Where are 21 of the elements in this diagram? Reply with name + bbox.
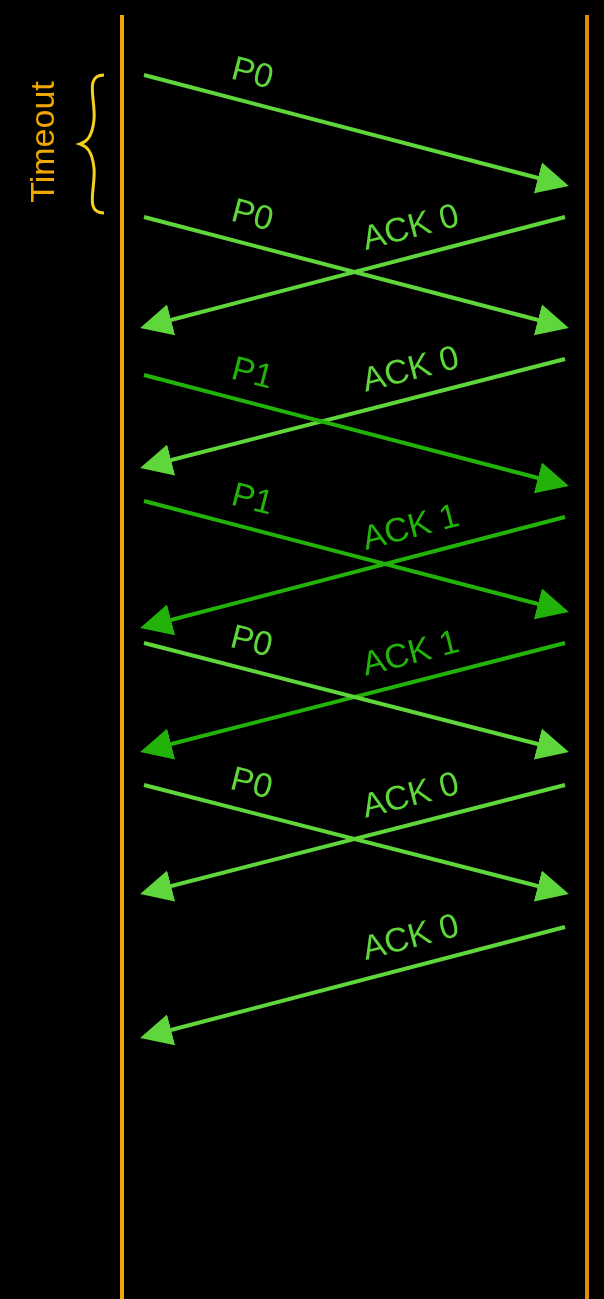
edge-label: ACK 0 bbox=[358, 196, 463, 257]
lifeline bbox=[585, 15, 589, 1299]
arrow bbox=[143, 499, 569, 620]
edge-label: ACK 0 bbox=[358, 906, 463, 967]
arrow bbox=[143, 73, 569, 194]
edge-label: P1 bbox=[227, 349, 278, 396]
edge-label: ACK 0 bbox=[358, 764, 463, 824]
arrow bbox=[143, 373, 569, 494]
edge-label: ACK 1 bbox=[358, 496, 463, 557]
edge-label: P0 bbox=[227, 759, 277, 805]
arrow bbox=[140, 357, 566, 476]
edge-label: P1 bbox=[227, 475, 278, 522]
edge-label: ACK 0 bbox=[358, 338, 463, 398]
arrow bbox=[140, 515, 566, 636]
timeout-label: Timeout bbox=[23, 81, 60, 203]
lifeline bbox=[120, 15, 124, 1299]
edge-label: P0 bbox=[227, 617, 277, 663]
edge-label: P0 bbox=[227, 49, 278, 96]
arrow bbox=[140, 925, 566, 1046]
edge-label: P0 bbox=[227, 191, 278, 238]
edge-label: ACK 1 bbox=[358, 622, 463, 682]
